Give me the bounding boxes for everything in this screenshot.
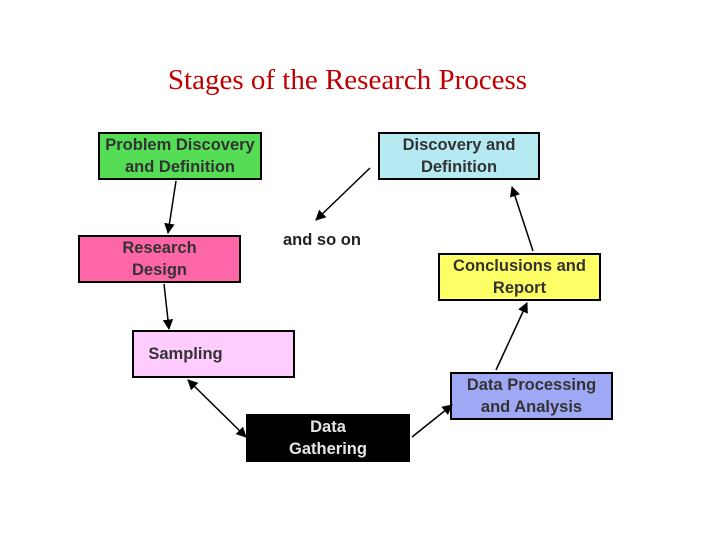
diagram-title: Stages of the Research Process (167, 64, 528, 96)
stage-data-processing-label: Data Processing and Analysis (466, 376, 597, 416)
stage-conclusions-report-label: Conclusions and Report (453, 257, 586, 297)
stage-problem-discovery-label: Problem Discovery and Definition (105, 136, 255, 176)
stage-data-gathering-label: Data Gathering (289, 418, 367, 458)
arrow-discovery-to-and-so-on (315, 167, 371, 221)
stage-sampling: Sampling (132, 330, 295, 378)
arrow-processing-to-conclusions (495, 302, 528, 371)
arrow-problem-to-design (164, 180, 177, 235)
stage-conclusions-report: Conclusions and Report (438, 253, 601, 301)
stage-discovery-definition-label: Discovery and Definition (402, 136, 516, 176)
stage-problem-discovery: Problem Discovery and Definition (98, 132, 262, 180)
stage-research-design: Research Design (78, 235, 241, 283)
arrow-design-to-sampling (162, 283, 174, 331)
stage-sampling-label: Sampling (148, 345, 223, 363)
arrow-conclusions-to-discovery (509, 186, 534, 252)
stage-research-design-label: Research Design (122, 239, 197, 279)
stage-discovery-definition: Discovery and Definition (378, 132, 540, 180)
arrow-gathering-to-processing (411, 404, 453, 438)
stage-data-gathering: Data Gathering (246, 414, 410, 462)
arrow-sampling-to-gathering (187, 379, 247, 438)
stage-data-processing: Data Processing and Analysis (450, 372, 613, 420)
and-so-on-label: and so on (283, 231, 361, 249)
